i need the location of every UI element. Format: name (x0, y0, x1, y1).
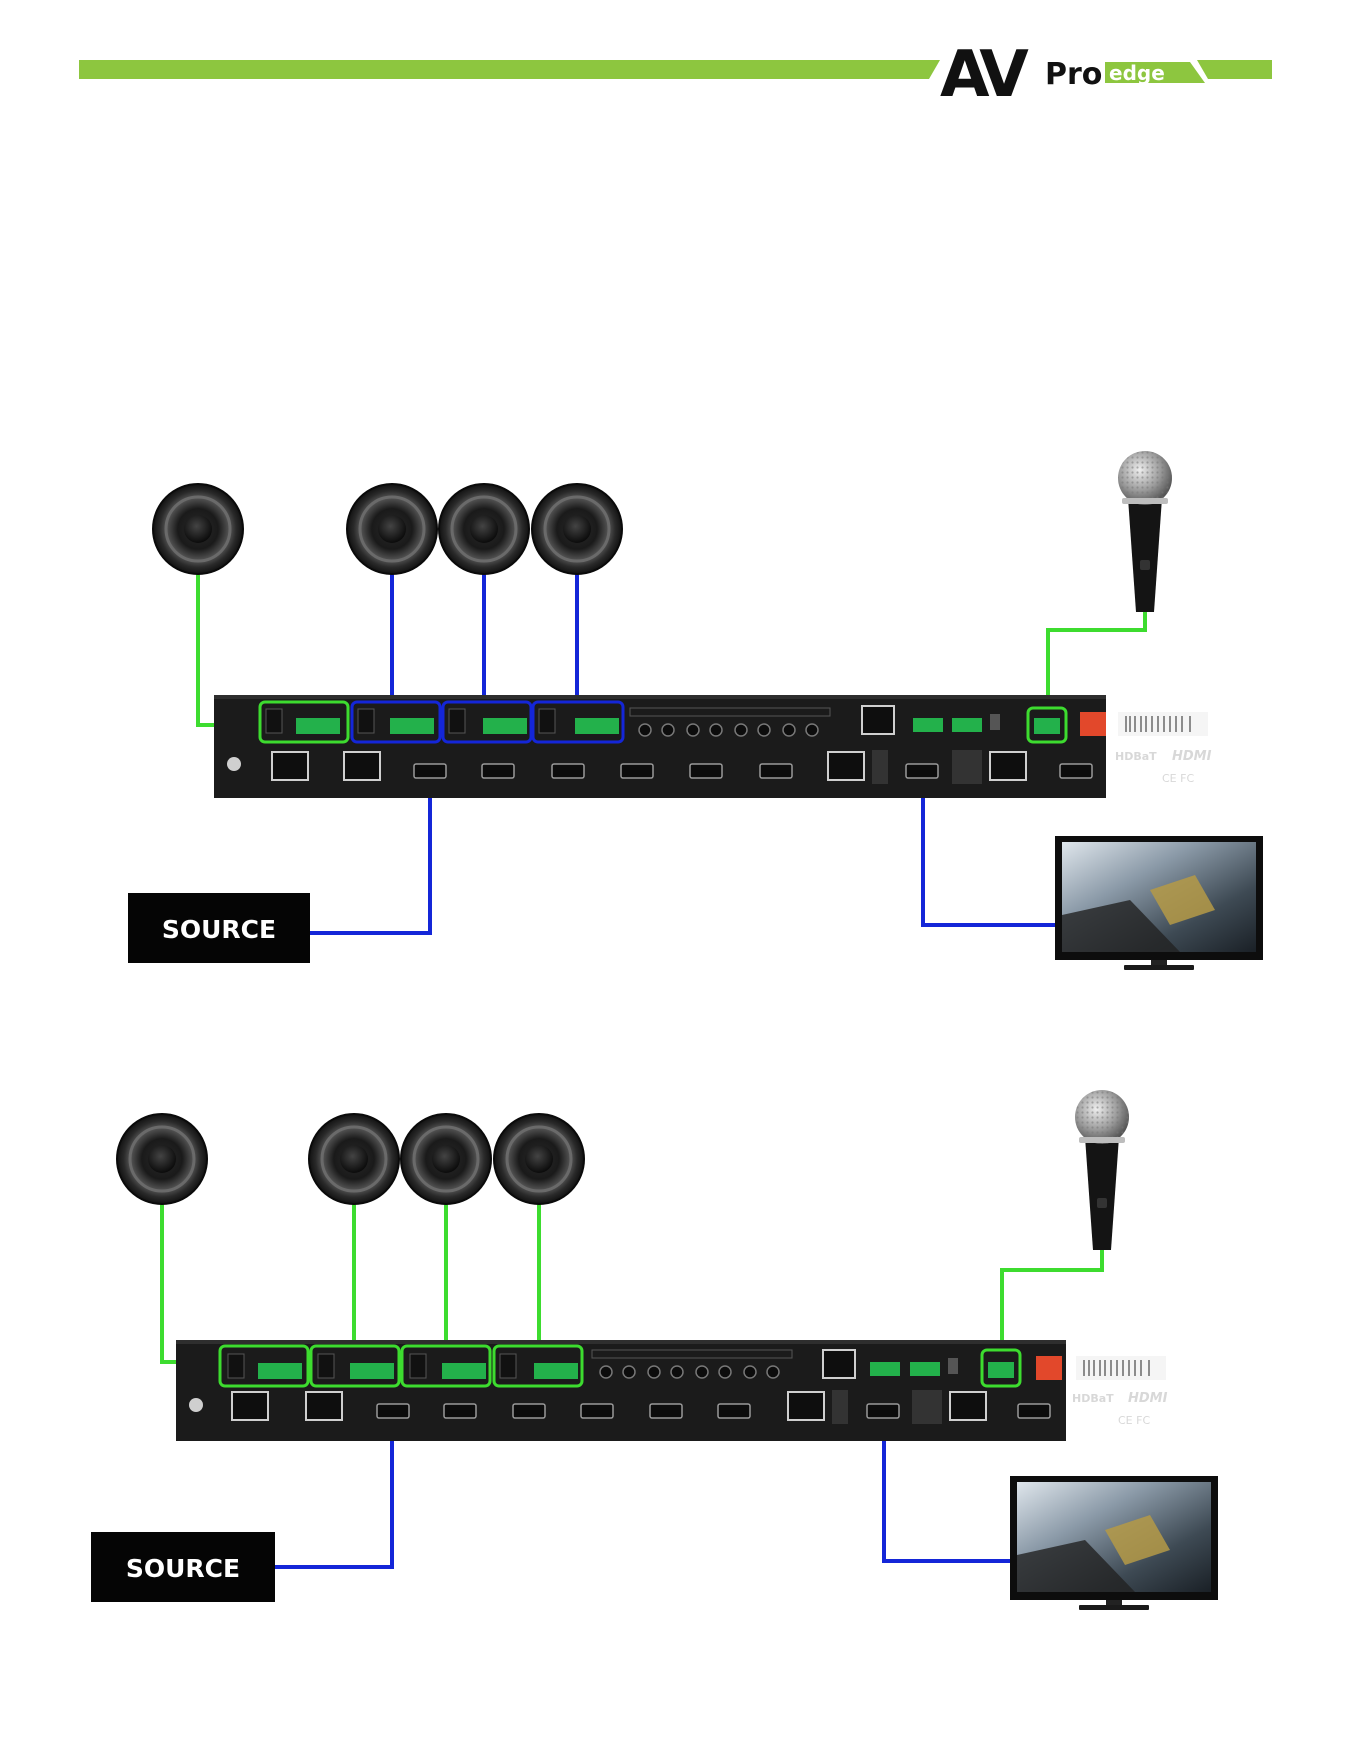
power-connector-2 (1036, 1356, 1062, 1380)
hdmi-badge-2: HDMI (1128, 1391, 1168, 1406)
lan-port-1 (862, 706, 894, 734)
diagram-2: HDBaT HDMI CE FC SOURCE (91, 1090, 1218, 1610)
hdbt-badge-1: HDBaT (1115, 750, 1157, 763)
speaker-6-icon (309, 1114, 399, 1204)
hdmi-out-4-port-2 (1018, 1404, 1050, 1418)
hdbt-out-1-port-2 (788, 1392, 824, 1420)
hdmi-out-2-port (906, 764, 938, 778)
cert-badge-2: CE FC (1118, 1414, 1150, 1427)
lan-port-2 (823, 1350, 855, 1378)
hdmi-badge-1: HDMI (1172, 749, 1212, 764)
speaker-1-icon (153, 484, 243, 574)
source-label-1: SOURCE (162, 915, 276, 944)
source-label-2: SOURCE (126, 1554, 240, 1583)
microphone-2-icon (1075, 1090, 1129, 1250)
power-connector-1 (1080, 712, 1106, 736)
speaker-8-icon (494, 1114, 584, 1204)
ground-screw-2 (189, 1398, 203, 1412)
hdbt-out-1-port (828, 752, 864, 780)
wire-green-speaker-5 (162, 1197, 224, 1362)
speaker-4-icon (532, 484, 622, 574)
wire-blue-source (310, 778, 430, 933)
speaker-7-icon (401, 1114, 491, 1204)
tv-1-icon (1055, 836, 1263, 970)
hdmi-out-2-port-2 (867, 1404, 899, 1418)
mic-input-connector-2 (988, 1362, 1014, 1378)
hdbt-badge-2: HDBaT (1072, 1392, 1114, 1405)
hdmi-out-4-port (1060, 764, 1092, 778)
logo-pro-text: Pro (1045, 57, 1102, 92)
matrix-device-2: HDBaT HDMI CE FC (176, 1340, 1168, 1441)
logo-edge-text: edge (1109, 61, 1165, 85)
microphone-1-icon (1118, 451, 1172, 612)
source-box-2: SOURCE (91, 1532, 275, 1602)
header: AV Pro edge (79, 38, 1272, 112)
label-plate-1 (1118, 712, 1208, 736)
hdbt-in-2-port (344, 752, 380, 780)
matrix-device-1: HDBaT HDMI CE FC (214, 695, 1212, 798)
hdbt-in-1-port (272, 752, 308, 780)
brand-logo: AV Pro edge (940, 38, 1205, 112)
speaker-2-icon (347, 484, 437, 574)
hdbt-in-2-port-2 (306, 1392, 342, 1420)
logo-av-text: AV (940, 38, 1029, 112)
speaker-3-icon (439, 484, 529, 574)
wire-blue-display (923, 778, 1062, 925)
hdbt-out-3-port-2 (950, 1392, 986, 1420)
hdbt-out-3-port (990, 752, 1026, 780)
cert-badge-1: CE FC (1162, 772, 1194, 785)
tv-2-icon (1010, 1476, 1218, 1610)
mic-input-connector-1 (1034, 718, 1060, 734)
hdbt-in-1-port-2 (232, 1392, 268, 1420)
header-bar-left (79, 60, 940, 79)
diagram-1: HDBaT HDMI CE FC SOURCE (128, 451, 1263, 970)
header-bar-right (1197, 60, 1272, 79)
wire-green-mic-2 (1002, 1248, 1102, 1350)
speaker-5-icon (117, 1114, 207, 1204)
ground-screw-1 (227, 757, 241, 771)
source-box-1: SOURCE (128, 893, 310, 963)
